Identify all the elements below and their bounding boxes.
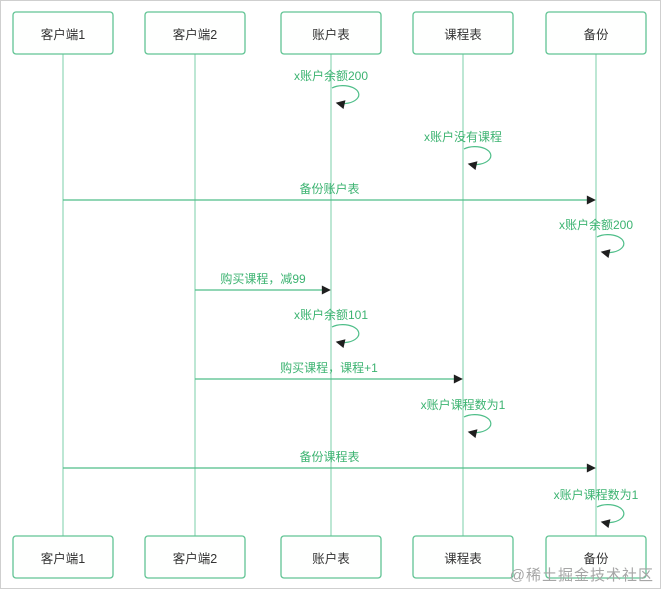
participant-label-client2-bottom: 客户端2 (173, 551, 218, 566)
self-message-loop (596, 504, 625, 529)
message-label: 备份账户表 (299, 181, 359, 196)
self-message-label: x账户课程数为1 (554, 487, 639, 502)
self-message-loop (331, 85, 360, 110)
self-message-label: x账户余额200 (294, 68, 368, 83)
participant-label-course-top: 课程表 (444, 27, 482, 42)
participant-box-client2-top (144, 11, 246, 55)
participant-label-backup-bottom: 备份 (583, 552, 609, 566)
participant-label-account-bottom: 账户表 (312, 551, 350, 566)
self-message-label: x账户没有课程 (424, 129, 502, 144)
participant-box-client2-bottom (144, 535, 246, 579)
message-label: 备份课程表 (299, 449, 359, 464)
self-message-loop (331, 324, 360, 349)
self-message-label: x账户余额200 (559, 217, 633, 232)
participant-box-course-bottom (412, 535, 514, 579)
self-message-label: x账户余额101 (294, 307, 368, 322)
participant-box-account-top (280, 11, 382, 55)
participant-box-client1-top (12, 11, 114, 55)
participant-box-backup-bottom (545, 535, 647, 579)
participant-box-backup-top (545, 11, 647, 55)
message-label: 购买课程，课程+1 (280, 360, 378, 375)
participant-box-course-top (412, 11, 514, 55)
participant-box-client1-bottom (12, 535, 114, 579)
participant-box-account-bottom (280, 535, 382, 579)
participant-label-client1-bottom: 客户端1 (41, 551, 86, 566)
self-message-loop (463, 146, 492, 171)
message-label: 购买课程，减99 (220, 271, 306, 286)
participant-label-client1-top: 客户端1 (41, 27, 86, 42)
self-message-loop (463, 414, 492, 439)
participant-label-backup-top: 备份 (583, 28, 609, 42)
self-message-loop (596, 234, 625, 259)
participant-label-course-bottom: 课程表 (444, 551, 482, 566)
participant-label-client2-top: 客户端2 (173, 27, 218, 42)
self-message-label: x账户课程数为1 (421, 397, 506, 412)
participant-label-account-top: 账户表 (312, 27, 350, 42)
